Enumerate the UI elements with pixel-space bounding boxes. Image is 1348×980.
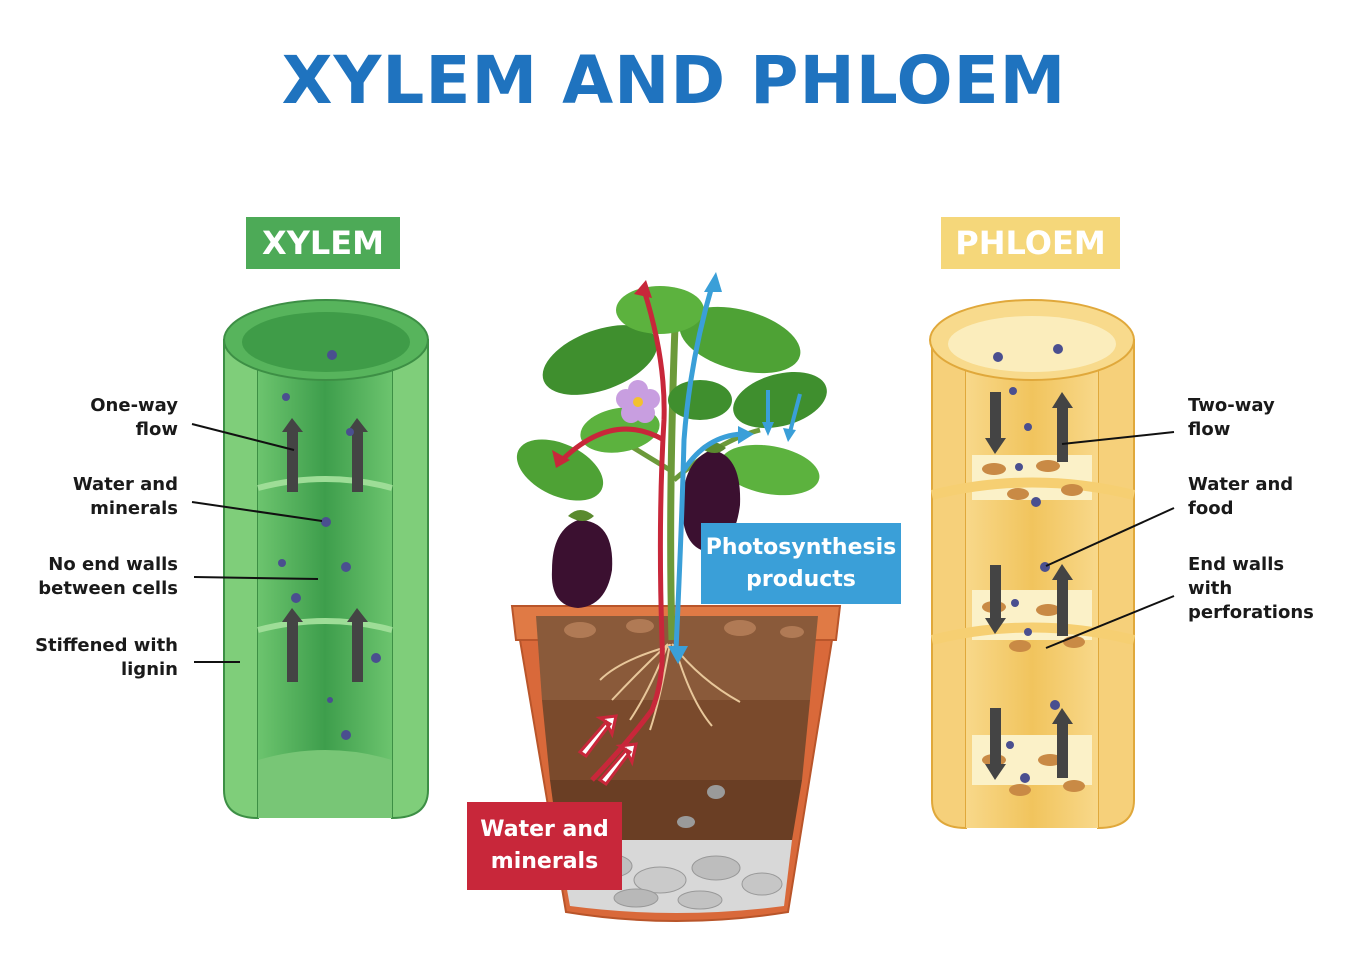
label-phloem-water-food: Water and food (1188, 473, 1328, 521)
phloem-tube (930, 300, 1134, 828)
water-minerals-box: Water and minerals (467, 802, 622, 890)
label-one-way-flow: One-way flow (60, 394, 178, 442)
label-xylem-water-minerals: Water and minerals (40, 473, 178, 521)
xylem-tube (224, 300, 428, 818)
label-two-way-flow: Two-way flow (1188, 394, 1328, 442)
label-no-end-walls: No end walls between cells (20, 553, 178, 601)
label-end-walls-perforations: End walls with perforations (1188, 553, 1338, 625)
photo-arrow-head-right (738, 426, 754, 444)
photo-arrow-head-top (704, 272, 722, 292)
label-stiffened-lignin: Stiffened with lignin (20, 634, 178, 682)
photosynthesis-products-box: Photosynthesis products (701, 523, 901, 604)
